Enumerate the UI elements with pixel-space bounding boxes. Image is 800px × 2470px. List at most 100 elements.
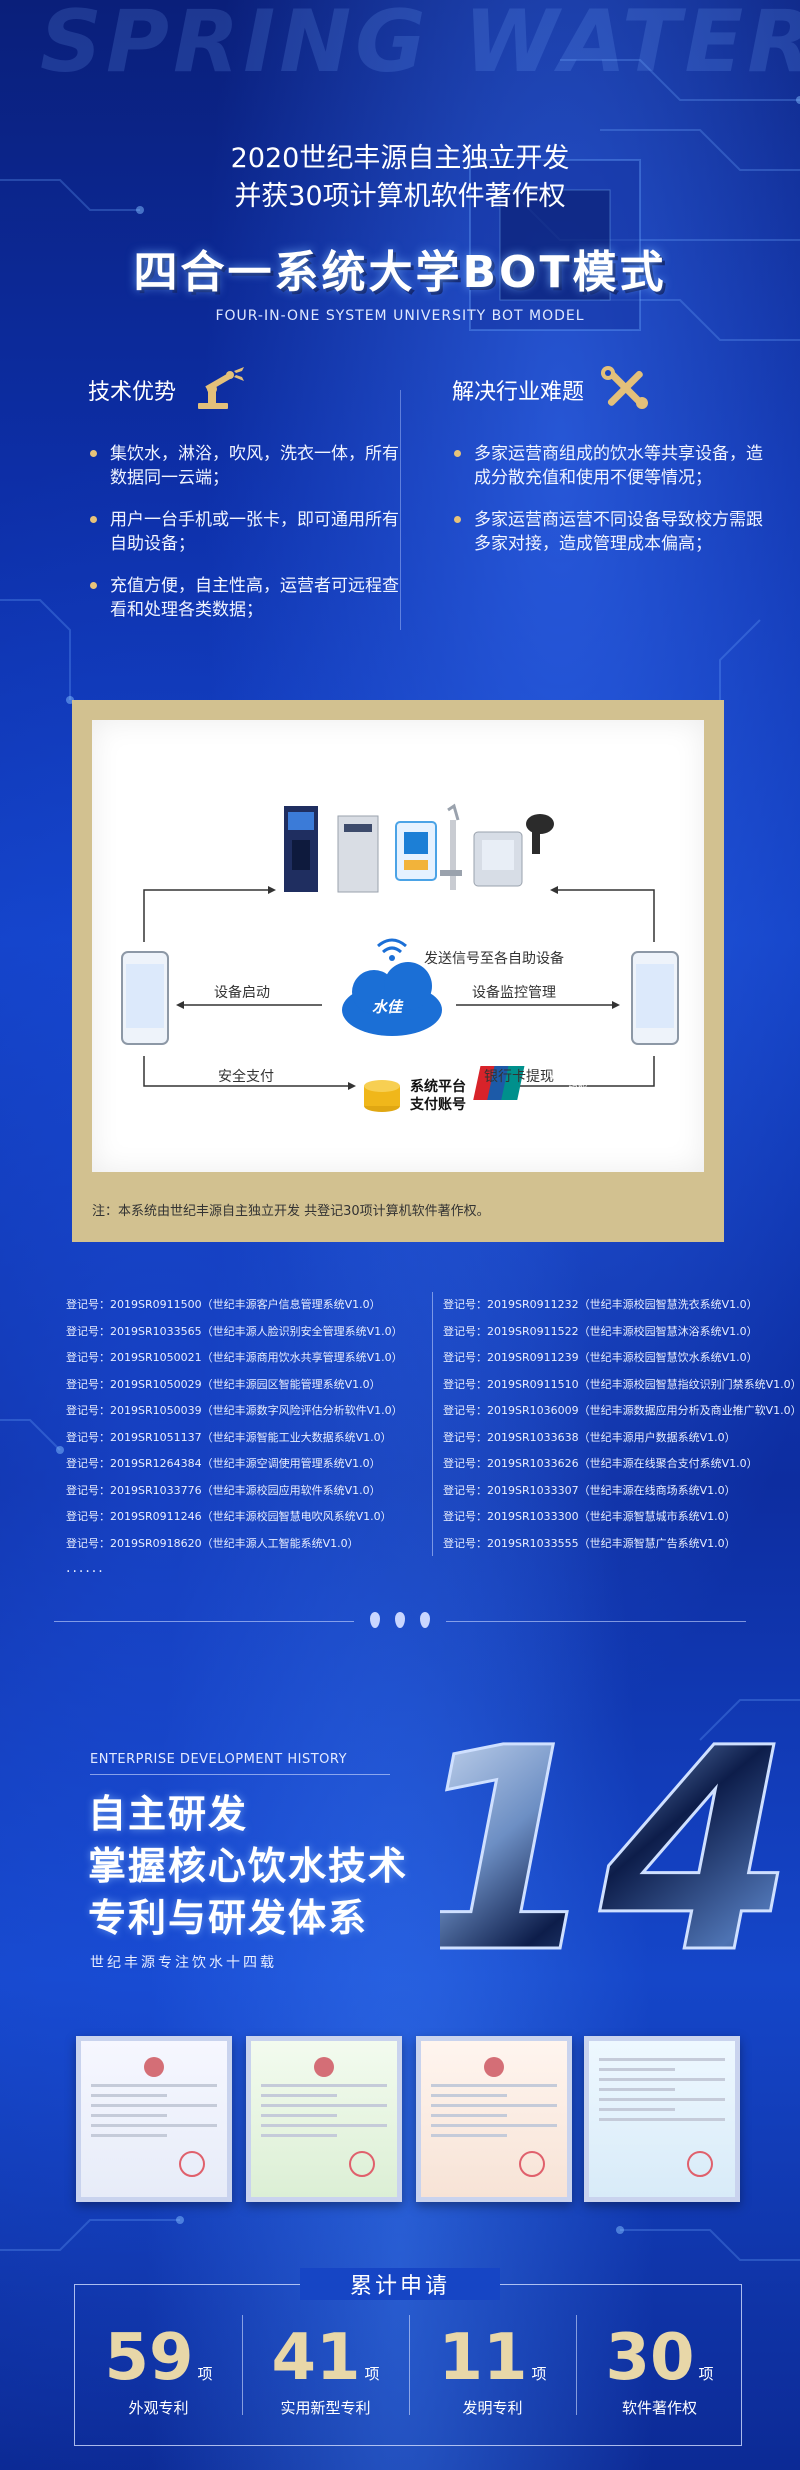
list-item: 充值方便，自主性高，运营者可远程查看和处理各类数据； bbox=[88, 574, 408, 622]
enterprise-en: ENTERPRISE DEVELOPMENT HISTORY bbox=[90, 1752, 348, 1767]
stat-label: 实用新型专利 bbox=[280, 2399, 371, 2417]
list-item: 登记号：2019SR1033776（世纪丰源校园应用软件系统V1.0） bbox=[66, 1483, 381, 1497]
certificate-image bbox=[76, 2036, 232, 2202]
advantages-title: 技术优势 bbox=[88, 380, 177, 405]
phone-left-icon bbox=[121, 951, 169, 1045]
problems-header: 解决行业难题 bbox=[452, 362, 772, 418]
list-item: 登记号：2019SR1033565（世纪丰源人脸识别安全管理系统V1.0） bbox=[66, 1324, 403, 1338]
certificate-gallery bbox=[76, 2036, 740, 2204]
advantages-column: 技术优势 集饮水，淋浴，吹风，洗衣一体，所有数据同一云端； 用户一 bbox=[88, 362, 408, 640]
diagram-note: 注：本系统由世纪丰源自主独立开发 共登记30项计算机软件著作权。 bbox=[92, 1204, 490, 1219]
list-item: 登记号：2019SR0911239（世纪丰源校园智慧饮水系统V1.0） bbox=[443, 1351, 758, 1364]
coin-stack-icon bbox=[364, 1080, 400, 1112]
stat-number: 11 bbox=[438, 2321, 528, 2395]
list-item: 用户一台手机或一张卡，即可通用所有自助设备； bbox=[88, 508, 408, 556]
water-drop-icon bbox=[395, 1612, 405, 1628]
big-number-text: 14 bbox=[440, 1689, 780, 1980]
stats-title: 累计申请 bbox=[300, 2268, 500, 2300]
stat-number: 41 bbox=[271, 2321, 361, 2395]
stat-number: 30 bbox=[605, 2321, 695, 2395]
more-dots: ...... bbox=[66, 1560, 105, 1576]
separator-line bbox=[54, 1621, 354, 1622]
column-divider bbox=[400, 390, 401, 630]
enterprise-subtitle: 世纪丰源专注饮水十四载 bbox=[90, 1955, 277, 1971]
stat-divider bbox=[576, 2315, 577, 2415]
list-item: 多家运营商运营不同设备导致校方需跟多家对接，造成管理成本偏高； bbox=[452, 508, 772, 556]
list-item: 多家运营商组成的饮水等共享设备，造成分散充值和使用不便等情况； bbox=[452, 442, 772, 490]
certificate-image bbox=[416, 2036, 572, 2202]
list-item: 登记号：2019SR0911522（世纪丰源校园智慧沐浴系统V1.0） bbox=[443, 1324, 758, 1338]
advantages-list: 集饮水，淋浴，吹风，洗衣一体，所有数据同一云端； 用户一台手机或一张卡，即可通用… bbox=[88, 442, 408, 622]
certificate-image bbox=[246, 2036, 402, 2202]
system-diagram: 发送信号至各自助设备 设备启动 设备监控管理 水佳 安全支付 系统平台 支付账号… bbox=[92, 720, 704, 1172]
bank-withdraw-label: 银行卡提现 bbox=[484, 1069, 554, 1085]
problems-title: 解决行业难题 bbox=[452, 380, 585, 405]
list-item: 登记号：2019SR1033555（世纪丰源智慧广告系统V1.0） bbox=[443, 1536, 736, 1550]
list-item: 登记号：2019SR1264384（世纪丰源空调使用管理系统V1.0） bbox=[66, 1457, 381, 1470]
signal-label: 发送信号至各自助设备 bbox=[424, 951, 564, 967]
stat-unit: 项 bbox=[364, 2365, 380, 2383]
advantages-header: 技术优势 bbox=[88, 362, 408, 418]
stat-unit: 项 bbox=[197, 2365, 213, 2383]
stat-label: 软件著作权 bbox=[621, 2399, 697, 2417]
stat-divider bbox=[409, 2315, 410, 2415]
hair-dryer-icon bbox=[526, 814, 554, 854]
cloud-name: 水佳 bbox=[372, 998, 403, 1016]
list-item: 登记号：2019SR1033638（世纪丰源用户数据系统V1.0） bbox=[443, 1430, 736, 1444]
headline-line-1: 2020世纪丰源自主独立开发 bbox=[230, 143, 570, 174]
list-item: 登记号：2019SR1051137（世纪丰源智能工业大数据系统V1.0） bbox=[66, 1430, 392, 1444]
list-item: 登记号：2019SR1033307（世纪丰源在线商场系统V1.0） bbox=[443, 1483, 736, 1497]
stat-label: 外观专利 bbox=[128, 2399, 189, 2417]
list-item: 登记号：2019SR0911500（世纪丰源客户信息管理系统V1.0） bbox=[66, 1298, 381, 1311]
problems-list: 多家运营商组成的饮水等共享设备，造成分散充值和使用不便等情况； 多家运营商运营不… bbox=[452, 442, 772, 556]
headline-title: 四合一系统大学BOT模式 bbox=[133, 247, 667, 298]
registration-column-right: 登记号：2019SR0911232（世纪丰源校园智慧洗衣系统V1.0） 登记号：… bbox=[432, 1292, 800, 1556]
headline-line-2: 并获30项计算机软件著作权 bbox=[234, 181, 566, 212]
big-number-14: 14 bbox=[440, 1688, 780, 1981]
enterprise-title-line: 专利与研发体系 bbox=[88, 1896, 369, 1940]
robot-arm-icon bbox=[190, 363, 246, 417]
water-drop-icon bbox=[420, 1612, 430, 1628]
separator-line bbox=[446, 1621, 746, 1622]
background-word: SPRING WATER bbox=[40, 0, 800, 92]
device-start-label: 设备启动 bbox=[214, 985, 270, 1001]
wrench-tools-icon bbox=[598, 363, 654, 417]
problems-column: 解决行业难题 多家运营商组成的饮水等共享设备，造成分散充值和使用不便等情况； 多… bbox=[452, 362, 772, 574]
wifi-signal-icon bbox=[377, 938, 407, 954]
washing-machine-icon bbox=[337, 815, 379, 893]
stat-divider bbox=[242, 2315, 243, 2415]
cloud-icon bbox=[342, 962, 442, 1036]
unionpay-text-cn: 银联 bbox=[568, 1086, 588, 1097]
stat-label: 发明专利 bbox=[462, 2399, 523, 2417]
stat-unit: 项 bbox=[698, 2365, 714, 2383]
separator-drops bbox=[370, 1612, 430, 1628]
platform-label-2: 支付账号 bbox=[410, 1097, 466, 1113]
stat-unit: 项 bbox=[531, 2365, 547, 2383]
list-item: 登记号：2019SR0918620（世纪丰源人工智能系统V1.0） bbox=[66, 1536, 359, 1550]
registration-column-left: 登记号：2019SR0911500（世纪丰源客户信息管理系统V1.0） 登记号：… bbox=[66, 1292, 416, 1557]
enterprise-title: 自主研发 掌握核心饮水技术 专利与研发体系 bbox=[88, 1788, 408, 1944]
unionpay-text: UnionPay bbox=[549, 1070, 597, 1080]
enterprise-title-line: 自主研发 bbox=[88, 1792, 249, 1836]
enterprise-underline bbox=[90, 1774, 390, 1775]
list-item: 登记号：2019SR1050039（世纪丰源数字风险评估分析软件V1.0） bbox=[66, 1404, 403, 1417]
list-item: 登记号：2019SR1036009（世纪丰源数据应用分析及商业推广软V1.0） bbox=[443, 1404, 800, 1417]
system-diagram-svg bbox=[121, 803, 679, 1112]
headline-subtitle-en: FOUR-IN-ONE SYSTEM UNIVERSITY BOT MODEL bbox=[215, 308, 585, 324]
card-reader-icon bbox=[395, 821, 437, 881]
list-item: 登记号：2019SR1033626（世纪丰源在线聚合支付系统V1.0） bbox=[443, 1457, 758, 1470]
water-drop-icon bbox=[370, 1612, 380, 1628]
certificate-image bbox=[584, 2036, 740, 2202]
list-item: 登记号：2019SR1033300（世纪丰源智慧城市系统V1.0） bbox=[443, 1510, 736, 1523]
list-item: 集饮水，淋浴，吹风，洗衣一体，所有数据同一云端； bbox=[88, 442, 408, 490]
list-item: 登记号：2019SR0911246（世纪丰源校园智慧电吹风系统V1.0） bbox=[66, 1510, 392, 1523]
list-item: 登记号：2019SR0911232（世纪丰源校园智慧洗衣系统V1.0） bbox=[443, 1298, 758, 1311]
list-item: 登记号：2019SR1050029（世纪丰源园区智能管理系统V1.0） bbox=[66, 1377, 381, 1391]
list-item: 登记号：2019SR1050021（世纪丰源商用饮水共享管理系统V1.0） bbox=[66, 1351, 403, 1364]
headline: 2020世纪丰源自主独立开发 并获30项计算机软件著作权 四合一系统大学BOT模… bbox=[0, 140, 800, 324]
safe-pay-label: 安全支付 bbox=[218, 1069, 274, 1085]
